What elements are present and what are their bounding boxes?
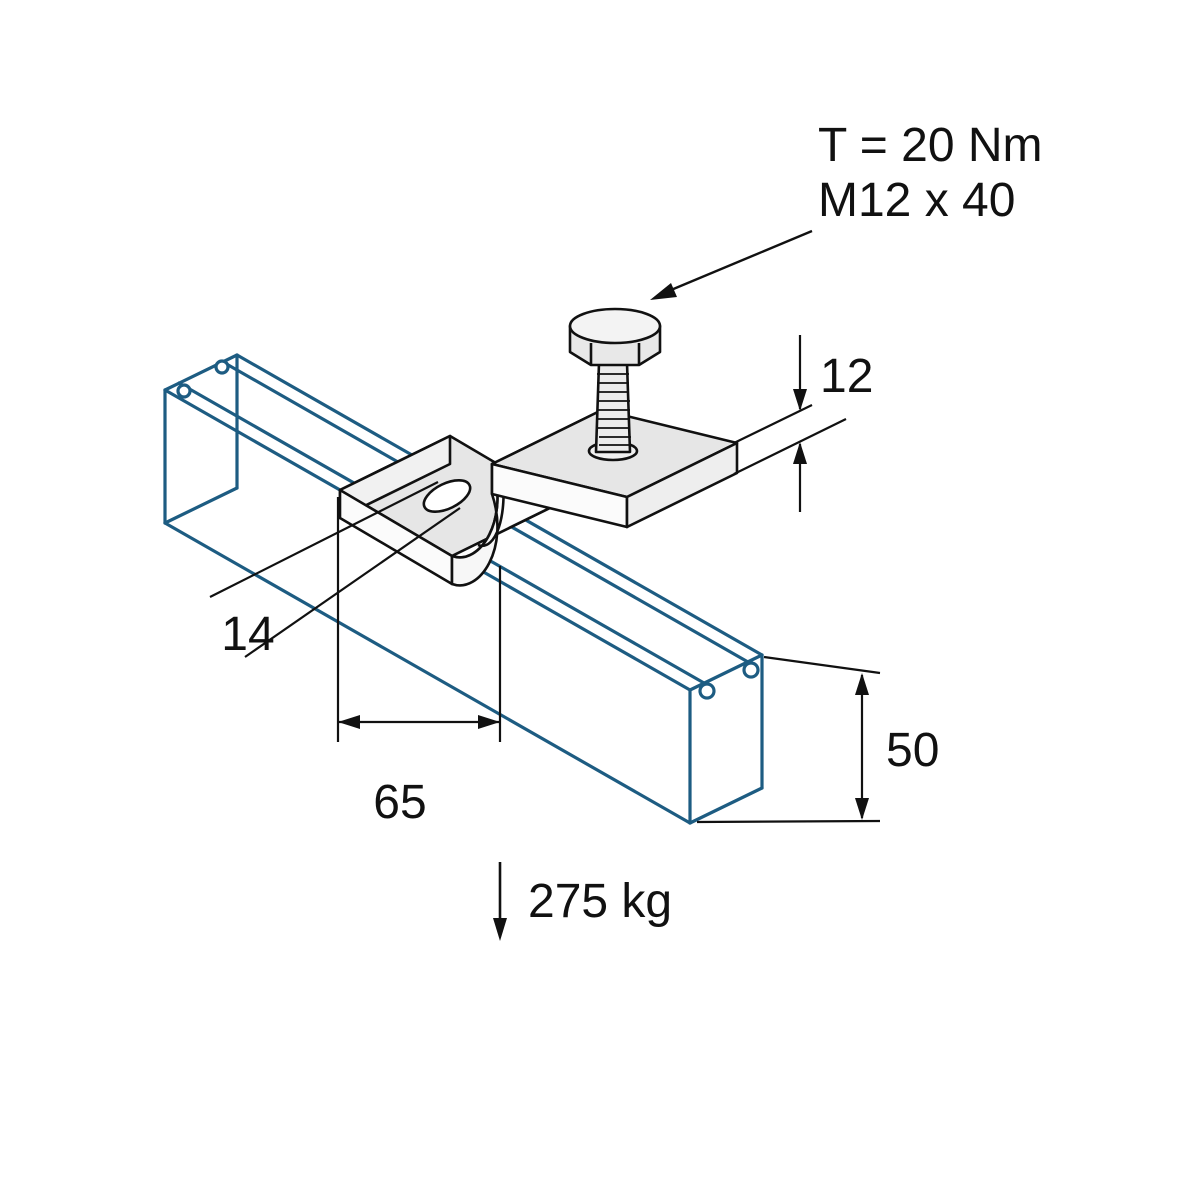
channel-lip-curl	[176, 383, 192, 399]
extension-line	[733, 404, 813, 444]
channel-left-end-bottom	[163, 486, 239, 525]
dim-65-label: 65	[373, 776, 426, 829]
channel-lip-curl	[742, 661, 760, 679]
channel-right-end-bottom	[688, 786, 764, 825]
extension-line	[763, 655, 881, 675]
dim-hole-diameter: 14	[209, 481, 461, 661]
dim-12-label: 12	[820, 350, 873, 403]
dim-50-label: 50	[886, 724, 939, 777]
dim-arrowhead	[855, 673, 869, 695]
bolt-head-top	[568, 307, 662, 345]
z-bracket	[338, 307, 739, 587]
bolt-shank	[594, 361, 632, 454]
callout-leader-line	[670, 229, 813, 292]
bolt-spec-label: M12 x 40	[818, 174, 1015, 227]
channel-near-bottom-edge	[163, 521, 692, 825]
strut-channel	[163, 353, 764, 825]
dim-arrowhead	[793, 442, 807, 464]
dim-arrowhead	[793, 389, 807, 411]
bolt-callout: T = 20 Nm M12 x 40	[650, 119, 1043, 300]
extension-line	[733, 418, 847, 475]
channel-lip-curl	[214, 359, 230, 375]
dim-plate-thickness: 12	[733, 335, 873, 512]
load-label: 275 kg	[528, 875, 672, 928]
dim-14-label: 14	[221, 608, 274, 661]
leader-line	[244, 507, 461, 658]
dim-arrowhead	[478, 715, 500, 729]
bolt-threads	[597, 373, 631, 446]
lower-plate-hole	[422, 479, 472, 513]
load-arrowhead	[493, 918, 507, 941]
dim-offset-65: 65	[336, 497, 502, 829]
channel-lip-curl	[698, 682, 716, 700]
dim-arrowhead	[338, 715, 360, 729]
load-callout: 275 kg	[493, 862, 672, 941]
dim-arrowhead	[855, 798, 869, 820]
dim-channel-depth: 50	[696, 655, 939, 824]
leader-line	[209, 481, 439, 598]
callout-arrowhead	[650, 283, 677, 300]
extension-line	[696, 819, 881, 824]
torque-label: T = 20 Nm	[818, 119, 1043, 172]
